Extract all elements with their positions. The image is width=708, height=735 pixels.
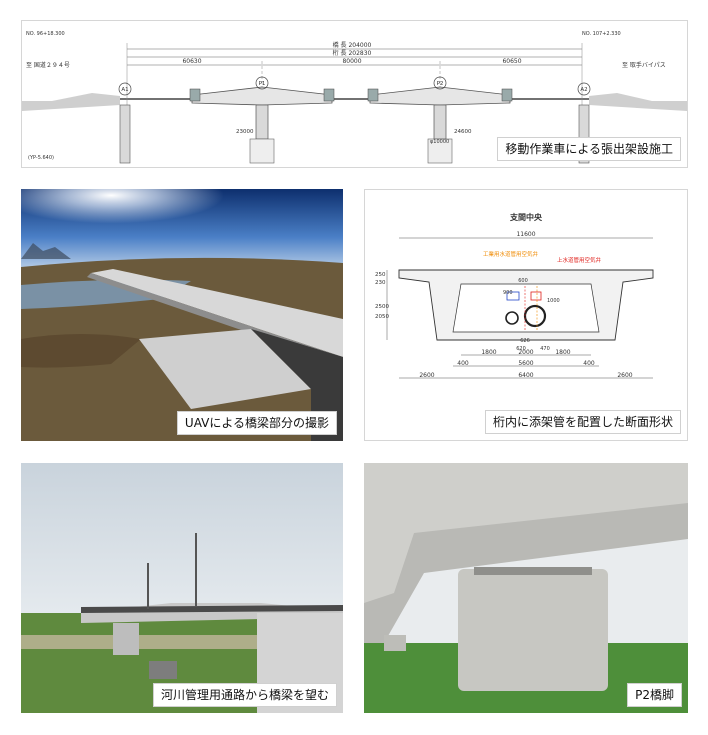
riverside-photo-panel: 河川管理用通路から橋梁を望む xyxy=(21,463,343,713)
right-embankment xyxy=(589,93,687,111)
dim-total-width: 11600 xyxy=(516,231,535,238)
dim-6400: 6400 xyxy=(518,372,533,379)
elevation-drawing: 橋 長 204000 桁 長 202830 60630 80000 60650 … xyxy=(22,31,687,164)
riverside-photo xyxy=(21,463,343,713)
cantilever-p2 xyxy=(369,86,511,106)
dim-2600-left: 2600 xyxy=(419,372,434,379)
dim-470: 470 xyxy=(540,346,550,352)
uav-caption: UAVによる橋梁部分の撮影 xyxy=(176,411,337,435)
abutment-a2-label: A2 xyxy=(580,87,587,93)
pier-photo-panel: P2橋脚 xyxy=(364,463,688,713)
dim-400-right: 400 xyxy=(583,360,595,367)
scale-label: (YP-5.640) xyxy=(28,155,54,161)
form-traveller xyxy=(501,88,513,102)
station-left-label: NO. 96+18.300 xyxy=(26,31,65,37)
pier-p2-label: P2 xyxy=(437,81,444,87)
industrial-valve-label: 工業用水道管用空気弁 xyxy=(483,250,539,258)
dim-600: 600 xyxy=(518,278,528,284)
bridge-railing xyxy=(81,605,343,613)
uav-photo-panel: UAVによる橋梁部分の撮影 xyxy=(21,189,343,441)
air-valve-box xyxy=(506,291,520,301)
pier xyxy=(113,623,139,655)
cross-section-panel: 支間中央 11600 工業用水道管用空気弁 上水道管用空気弁 600 900 1… xyxy=(364,189,688,441)
cantilever-p1 xyxy=(191,86,333,106)
embankment-slope xyxy=(139,329,311,409)
pier-p2 xyxy=(458,569,608,691)
pier-p1 xyxy=(255,104,269,140)
parked-car xyxy=(149,661,177,679)
water-valve-label: 上水道管用空気弁 xyxy=(557,256,602,264)
foundation-label: φ10000 xyxy=(430,139,449,145)
box-void xyxy=(452,283,600,333)
span-center-label: 80000 xyxy=(342,58,361,65)
abutment-a1-label: A1 xyxy=(121,87,128,93)
girder-length-label: 桁 長 202830 xyxy=(333,49,372,57)
dim-2000: 2000 xyxy=(518,349,533,356)
form-traveller xyxy=(367,88,379,102)
elevation-drawing-panel: 橋 長 204000 桁 長 202830 60630 80000 60650 … xyxy=(21,20,688,168)
bridge-deck xyxy=(91,269,343,357)
section-title: 支間中央 xyxy=(509,212,543,222)
form-traveller xyxy=(323,88,335,102)
cross-section-drawing: 支間中央 11600 工業用水道管用空気弁 上水道管用空気弁 600 900 1… xyxy=(375,212,654,379)
foundation-p2 xyxy=(427,138,453,164)
road-left-label: 至 国道２９４号 xyxy=(26,61,70,69)
section-caption: 桁内に添架管を配置した断面形状 xyxy=(484,410,681,434)
riverside-caption: 河川管理用通路から橋梁を望む xyxy=(152,683,337,707)
dim-p2-label: 24600 xyxy=(454,129,472,135)
distant-pier xyxy=(384,635,406,651)
span-left-label: 60630 xyxy=(182,58,201,65)
dim-900: 900 xyxy=(503,290,513,296)
dim-5600: 5600 xyxy=(518,360,533,367)
pier-p1-label: P1 xyxy=(259,81,266,87)
dim-1000: 1000 xyxy=(547,298,560,304)
bridge-length-label: 橋 長 204000 xyxy=(333,41,372,49)
elevation-caption: 移動作業車による張出架設施工 xyxy=(497,137,681,161)
pier-photo xyxy=(364,463,688,713)
dim-1800-left: 1800 xyxy=(481,349,496,356)
industrial-pipe xyxy=(505,311,519,325)
abutment-a1 xyxy=(119,104,131,164)
pier-caption: P2橋脚 xyxy=(627,683,682,707)
dim-626: 626 xyxy=(520,338,530,344)
dim-250: 250 xyxy=(375,272,386,278)
left-embankment xyxy=(22,93,120,111)
dim-620: 620 xyxy=(516,346,526,352)
distant-mountain xyxy=(21,243,71,259)
uav-photo xyxy=(21,189,343,441)
dim-2500: 2500 xyxy=(375,304,389,310)
sky xyxy=(21,463,343,623)
dim-400-left: 400 xyxy=(457,360,469,367)
span-right-label: 60650 xyxy=(502,58,521,65)
foundation-p1 xyxy=(249,138,275,164)
road-right-label: 至 取手バイパス xyxy=(622,61,666,69)
form-traveller xyxy=(189,88,201,102)
dim-p1-label: 23000 xyxy=(236,129,254,135)
street-light xyxy=(195,533,197,607)
dim-2050: 2050 xyxy=(375,314,389,320)
dim-230: 230 xyxy=(375,280,386,286)
station-right-label: NO. 107+2.330 xyxy=(582,31,621,37)
dim-1800-right: 1800 xyxy=(555,349,570,356)
pier-p2 xyxy=(433,104,447,140)
dim-2600-right: 2600 xyxy=(617,372,632,379)
abutment-a2 xyxy=(578,104,590,164)
